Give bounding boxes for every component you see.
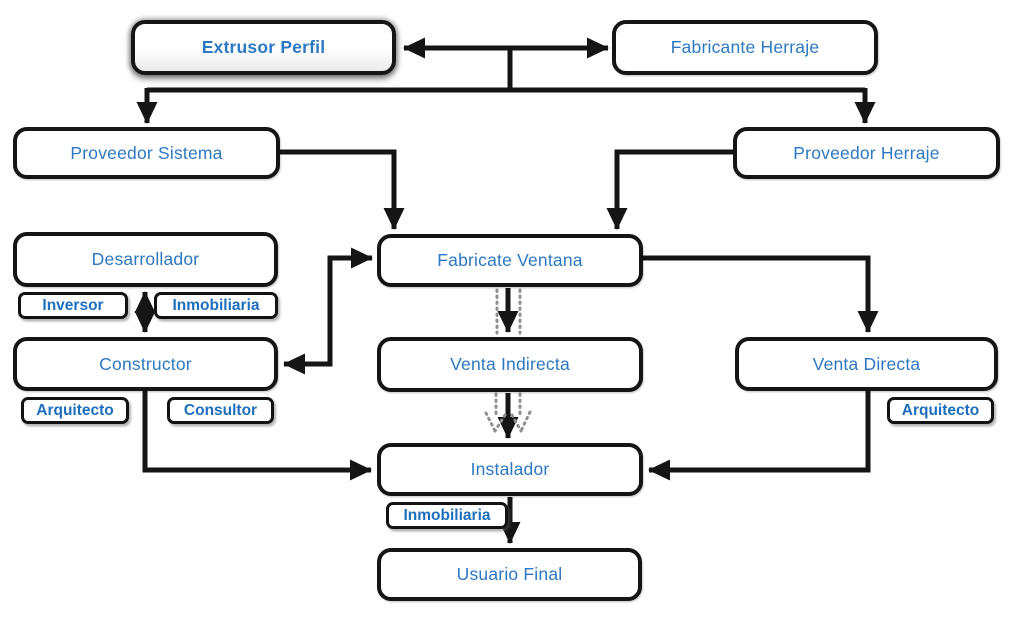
tag-label: Consultor: [183, 401, 258, 419]
edge-fabventana-instalador-dotted: [484, 288, 532, 433]
tag-arquitecto-venta-directa: Arquitecto: [887, 397, 994, 424]
edge-constructor-instalador: [142, 389, 373, 481]
node-venta-indirecta: Venta Indirecta: [377, 337, 643, 392]
node-extrusor-perfil: Extrusor Perfil: [131, 20, 396, 75]
node-label: Proveedor Herraje: [793, 142, 940, 163]
tag-inversor: Inversor: [18, 292, 128, 319]
tag-label: Inmobiliaria: [403, 506, 491, 524]
node-label: Extrusor Perfil: [201, 37, 326, 57]
tag-label: Inversor: [42, 296, 104, 314]
tag-label: Arquitecto: [901, 401, 980, 419]
node-fabricante-herraje: Fabricante Herraje: [612, 20, 878, 75]
node-venta-directa: Venta Directa: [735, 337, 998, 391]
edge-provher-fabventana: [606, 149, 736, 231]
node-label: Proveedor Sistema: [70, 142, 223, 163]
node-proveedor-sistema: Proveedor Sistema: [13, 127, 280, 179]
node-label: Usuario Final: [456, 564, 563, 584]
edge-fabventana-constructor: [282, 247, 374, 375]
tag-inmobiliaria-desarrollador: Inmobiliaria: [154, 292, 278, 319]
node-label: Desarrollador: [91, 249, 200, 269]
node-label: Venta Indirecta: [450, 354, 570, 374]
edge-ventadirecta-instalador: [647, 389, 871, 481]
node-label: Constructor: [99, 353, 192, 374]
tag-arquitecto-constructor: Arquitecto: [21, 397, 129, 424]
node-label: Instalador: [470, 459, 550, 479]
tag-consultor: Consultor: [167, 397, 274, 424]
tag-label: Inmobiliaria: [172, 296, 260, 314]
node-instalador: Instalador: [377, 443, 643, 496]
node-constructor: Constructor: [13, 337, 278, 391]
node-label: Venta Directa: [812, 353, 921, 374]
node-label: Fabricante Herraje: [670, 37, 820, 57]
node-desarrollador: Desarrollador: [13, 232, 278, 287]
tag-label: Arquitecto: [36, 401, 114, 419]
edge-fabventana-ventadirecta: [641, 255, 879, 334]
node-usuario-final: Usuario Final: [377, 548, 642, 601]
tag-inmobiliaria-instalador: Inmobiliaria: [386, 502, 508, 529]
node-fabricate-ventana: Fabricate Ventana: [377, 234, 643, 287]
edge-provsis-fabventana: [278, 149, 405, 231]
node-label: Fabricate Ventana: [437, 250, 583, 270]
node-proveedor-herraje: Proveedor Herraje: [733, 127, 1000, 179]
